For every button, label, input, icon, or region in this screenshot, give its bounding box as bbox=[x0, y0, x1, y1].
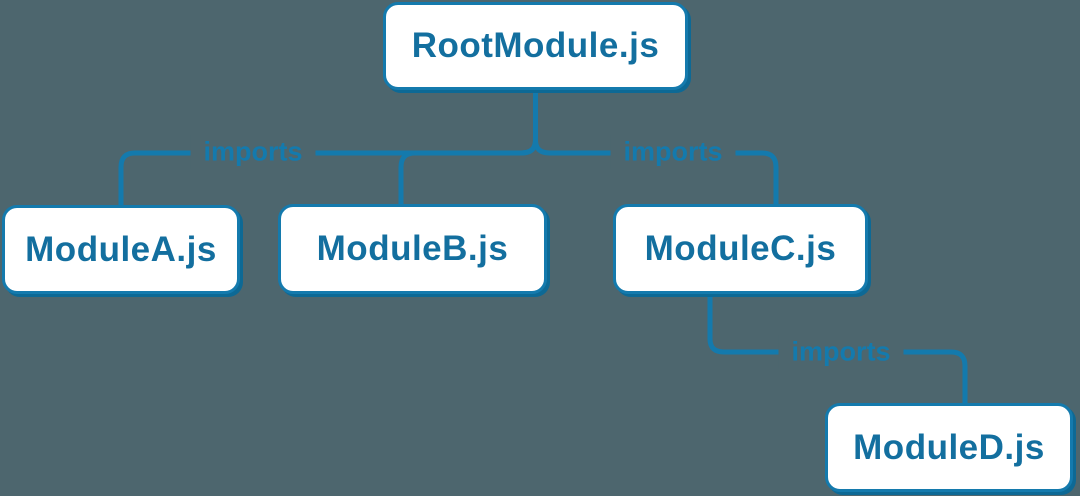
node-moduled-label: ModuleD.js bbox=[853, 427, 1045, 467]
node-moduleb: ModuleB.js bbox=[278, 204, 547, 294]
node-modulea: ModuleA.js bbox=[2, 205, 240, 294]
node-modulec-label: ModuleC.js bbox=[644, 229, 837, 268]
node-modulea-label: ModuleA.js bbox=[25, 229, 217, 269]
node-moduled: ModuleD.js bbox=[825, 403, 1073, 492]
edge-root-moduleb bbox=[398, 89, 538, 205]
node-rootmodule-label: RootModule.js bbox=[411, 26, 660, 65]
edge-root-modulea bbox=[118, 89, 538, 206]
node-moduleb-label: ModuleB.js bbox=[316, 229, 509, 268]
edge-label-imports-a: imports bbox=[190, 134, 316, 170]
edge-label-imports-d: imports bbox=[778, 334, 904, 370]
edge-label-imports-c: imports bbox=[610, 134, 736, 170]
node-rootmodule: RootModule.js bbox=[383, 2, 688, 90]
node-modulec: ModuleC.js bbox=[613, 204, 868, 294]
